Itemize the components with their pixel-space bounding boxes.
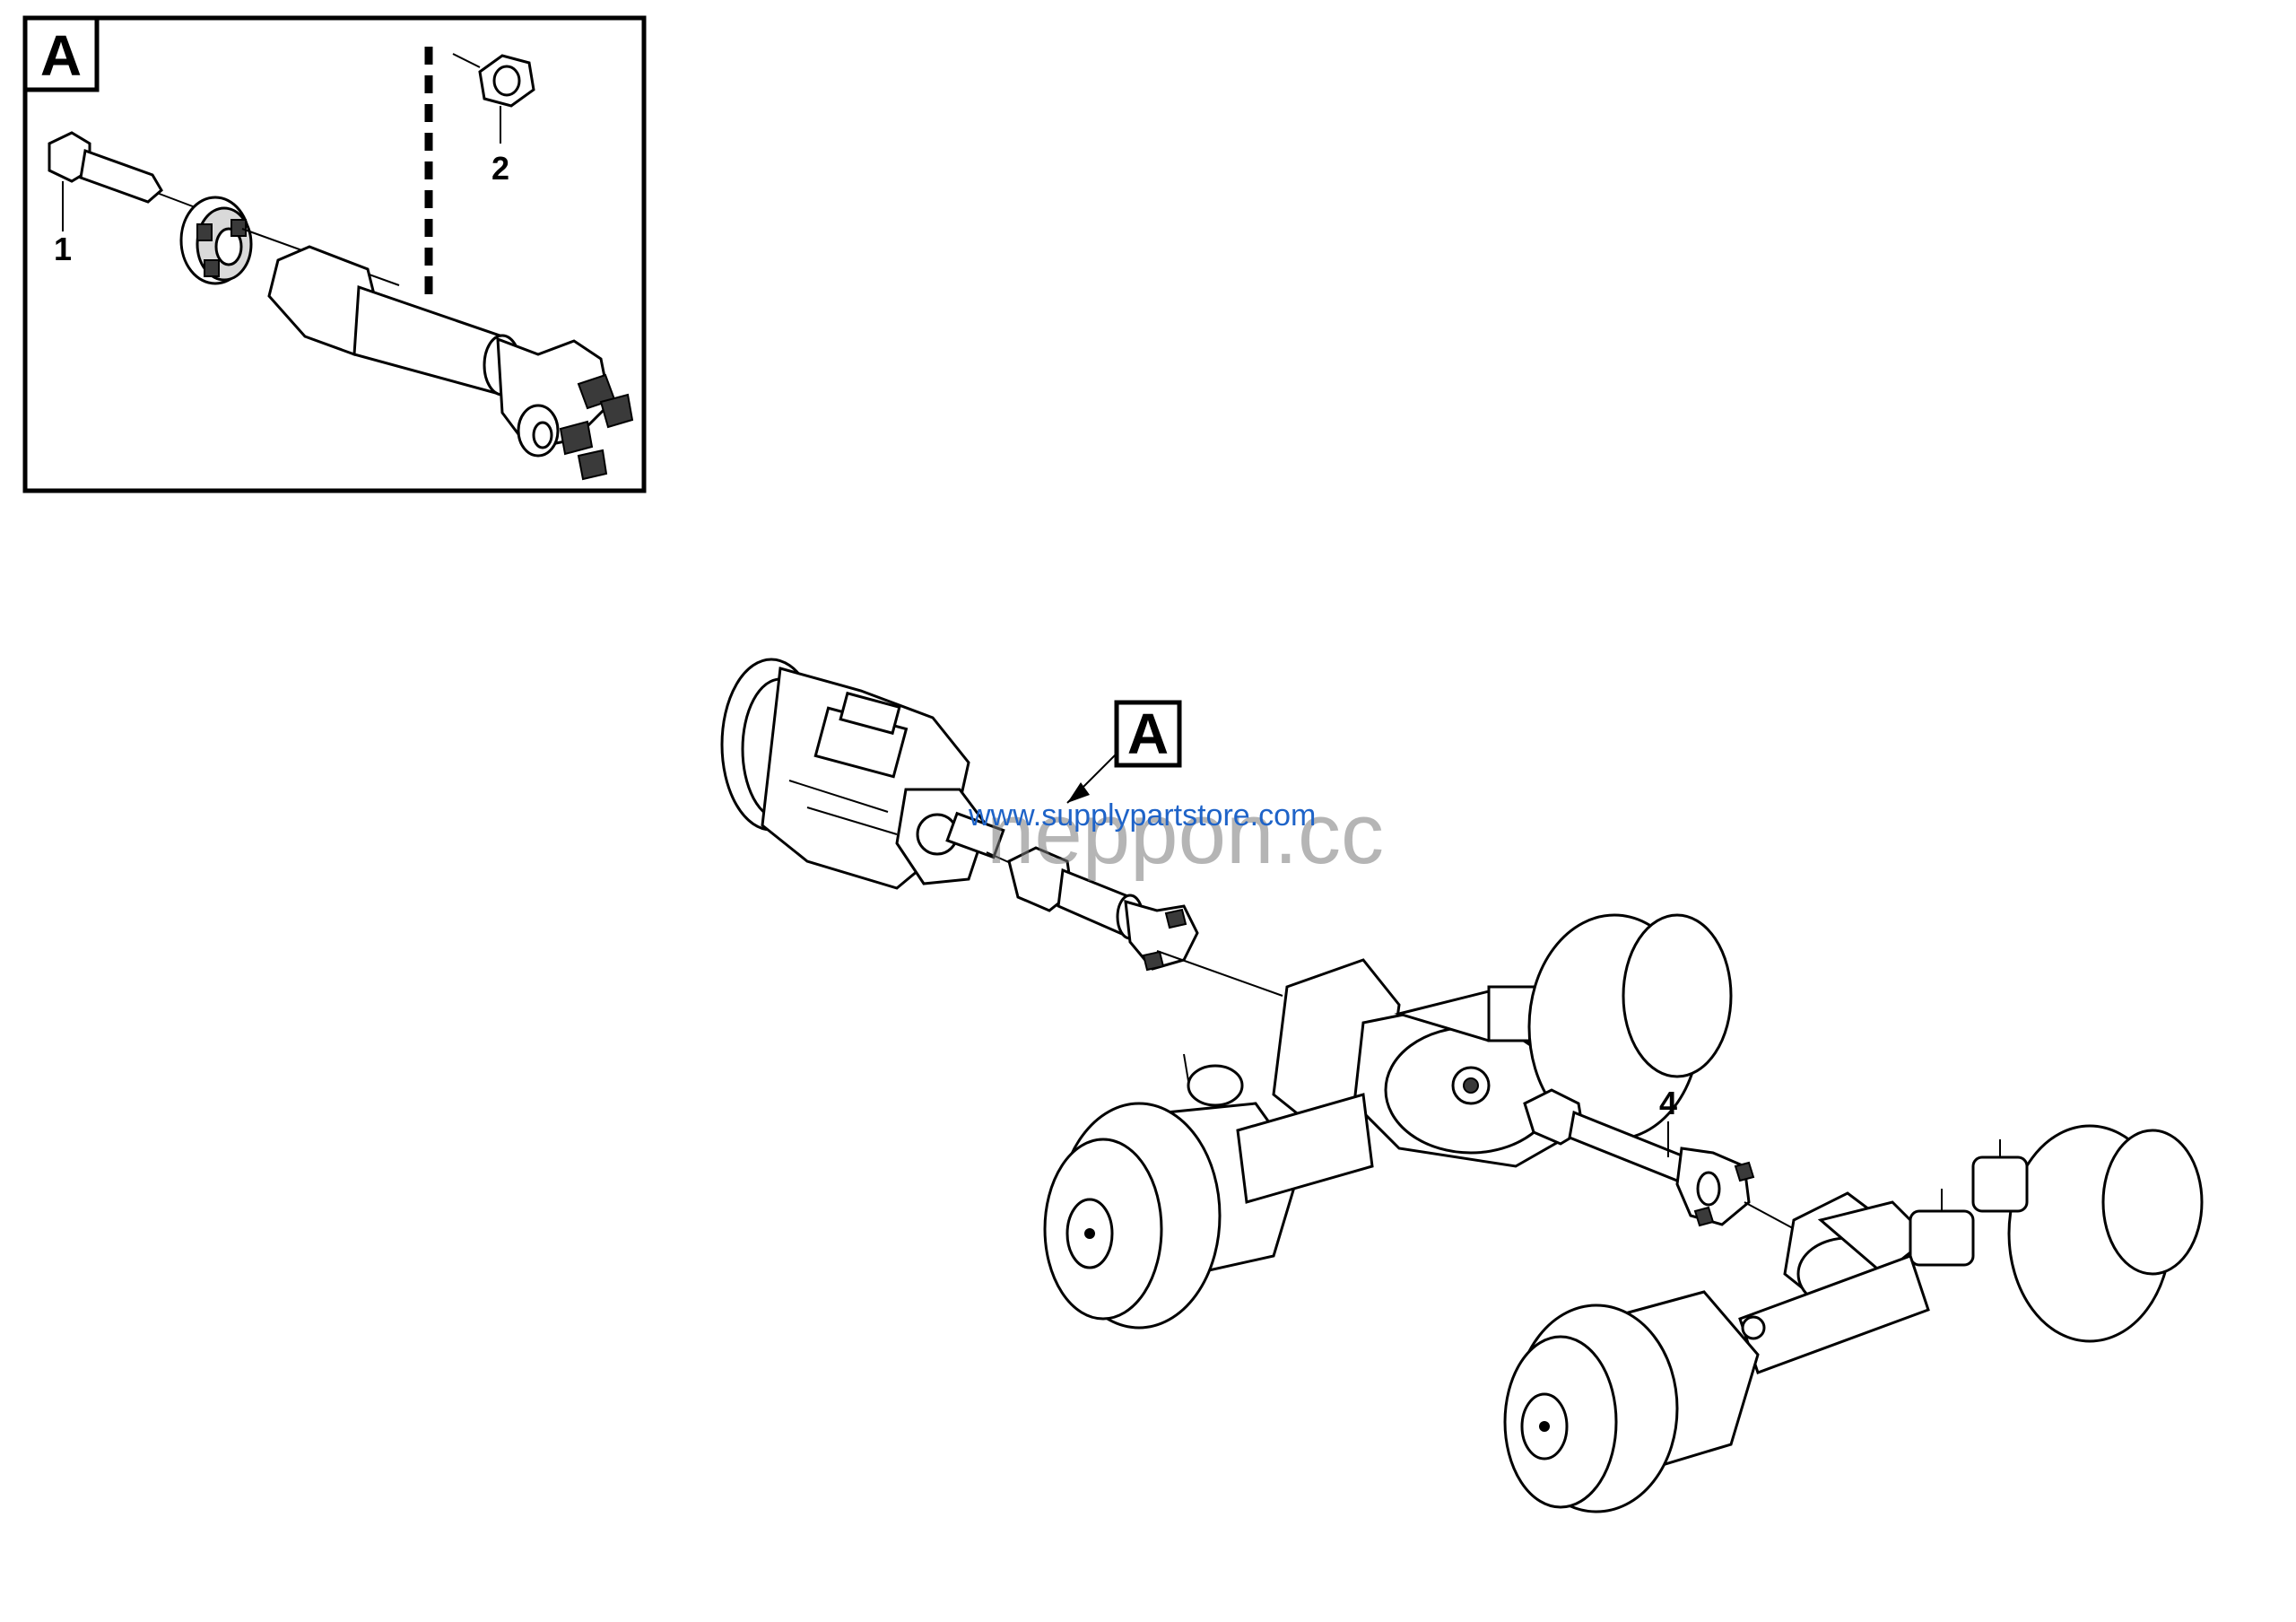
callout-4: 4: [1659, 1085, 1677, 1121]
middle-drive-axle: [1043, 913, 1733, 1330]
flange-part: [179, 196, 400, 286]
rear-drive-axle: [1503, 1124, 2204, 1513]
detail-reference-a: A: [1066, 700, 1182, 804]
watermark-small: www.supplypartstore.com: [968, 798, 1316, 833]
detail-label-box: [22, 15, 100, 92]
rear-propeller-shaft: [1523, 1088, 1804, 1234]
detail-view-a: A: [22, 15, 647, 493]
front-propeller-shaft: [986, 846, 1283, 997]
bolt-part: [48, 131, 198, 209]
watermark-large: neppon.cc: [987, 786, 1384, 882]
main-assembly-view: A: [720, 658, 2204, 1513]
detail-reference-label: A: [1127, 702, 1169, 766]
callout-1: 1: [54, 231, 72, 267]
detail-label: A: [40, 23, 82, 88]
propeller-shaft-detail: [267, 245, 634, 481]
nut-part: [452, 53, 535, 108]
callout-2: 2: [491, 150, 509, 187]
gearbox: [720, 658, 1005, 890]
